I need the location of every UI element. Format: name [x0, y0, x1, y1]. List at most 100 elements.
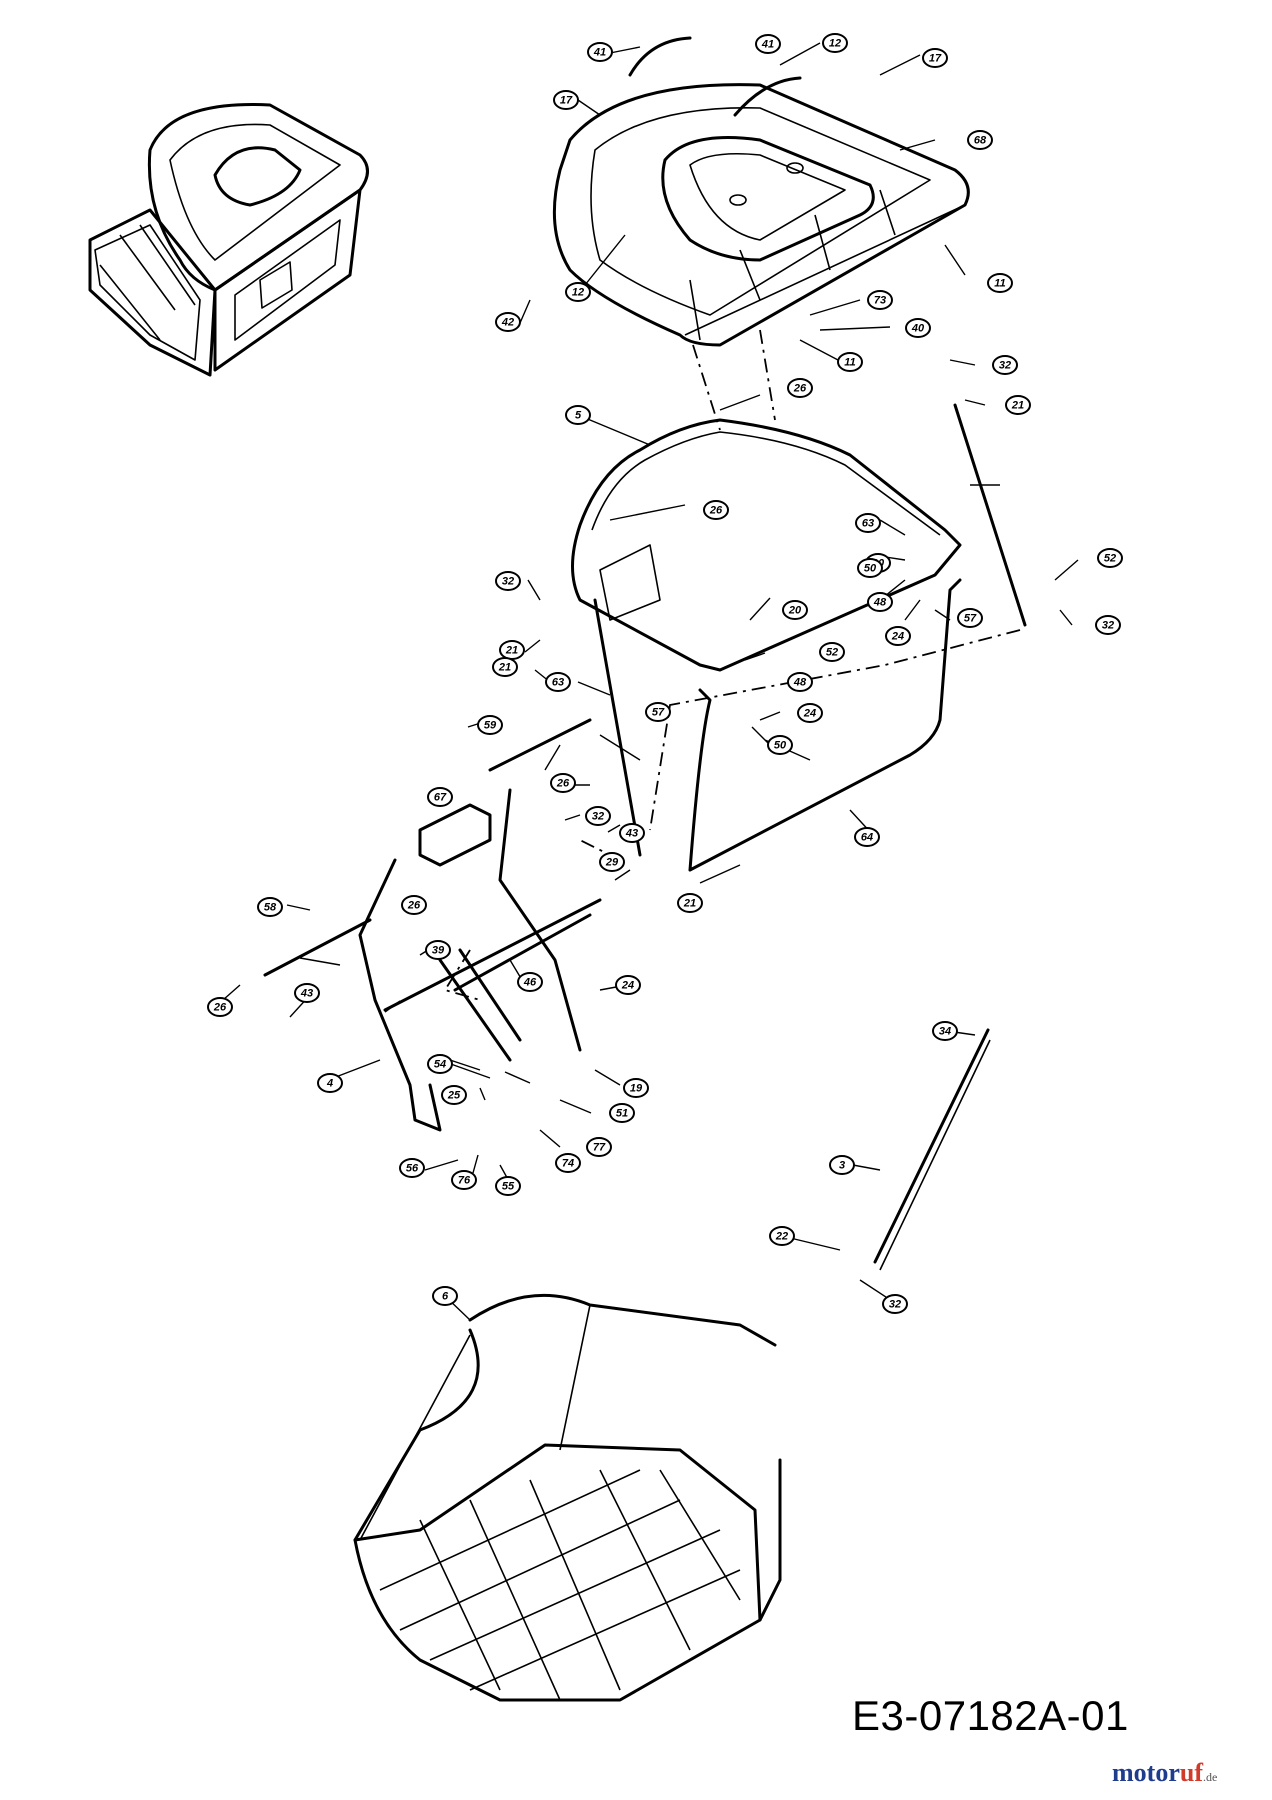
- callout-label: 63: [862, 518, 874, 530]
- callout-circle: [957, 608, 983, 628]
- callout-40: 40: [905, 318, 931, 338]
- callout-circle: [819, 642, 845, 662]
- callout-label: 19: [630, 1083, 643, 1095]
- callout-22: 22: [769, 1226, 795, 1246]
- callout-label: 21: [505, 645, 518, 657]
- callout-label: 57: [652, 707, 665, 719]
- callout-label: 50: [774, 740, 787, 752]
- callout-19: 19: [623, 1078, 649, 1098]
- callout-circle: [992, 355, 1018, 375]
- callout-label: 54: [434, 1059, 446, 1071]
- callout-label: 24: [803, 708, 816, 720]
- callout-74: 74: [555, 1153, 581, 1173]
- callout-label: 12: [572, 287, 584, 299]
- rod-63-left: [593, 598, 642, 857]
- callout-circle: [905, 318, 931, 338]
- callout-circle: [555, 1153, 581, 1173]
- callout-circle: [495, 312, 521, 332]
- callout-circle: [645, 702, 671, 722]
- callout-26: 26: [550, 773, 576, 793]
- switch-box: [418, 803, 492, 867]
- callout-circle: [769, 1226, 795, 1246]
- callout-42: 42: [495, 312, 521, 332]
- callout-group: 4117411217681112427340115263221266320525…: [207, 33, 1123, 1314]
- handle-left: [628, 36, 692, 77]
- callout-circle: [787, 378, 813, 398]
- callout-circle: [399, 1158, 425, 1178]
- callout-32: 32: [882, 1294, 908, 1314]
- callout-circle: [565, 282, 591, 302]
- callout-circle: [829, 1155, 855, 1175]
- callout-59: 59: [477, 715, 503, 735]
- brand-part-2: uf: [1179, 1758, 1203, 1787]
- callout-11: 11: [987, 273, 1013, 293]
- callout-21: 21: [677, 893, 703, 913]
- callout-21: 21: [1005, 395, 1031, 415]
- callout-11: 11: [837, 352, 863, 372]
- brand-logo[interactable]: motoruf.de: [1112, 1758, 1217, 1788]
- callout-label: 42: [501, 317, 514, 329]
- callout-label: 17: [560, 95, 573, 107]
- callout-circle: [857, 558, 883, 578]
- callout-label: 40: [911, 323, 925, 335]
- callout-label: 67: [434, 792, 447, 804]
- callout-circle: [492, 657, 518, 677]
- gas-spring: [873, 1028, 990, 1264]
- callout-circle: [317, 1073, 343, 1093]
- callout-label: 29: [605, 857, 619, 869]
- callout-circle: [922, 48, 948, 68]
- callout-6: 6: [432, 1286, 458, 1306]
- callout-label: 56: [406, 1163, 419, 1175]
- callout-29: 29: [599, 852, 625, 872]
- callout-circle: [586, 1137, 612, 1157]
- callout-label: 12: [829, 38, 841, 50]
- seat-pan: [353, 1293, 782, 1702]
- callout-50: 50: [857, 558, 883, 578]
- callout-label: 41: [761, 39, 774, 51]
- callout-label: 24: [621, 980, 634, 992]
- callout-52: 52: [1097, 548, 1123, 568]
- callout-51: 51: [609, 1103, 635, 1123]
- callout-77: 77: [586, 1137, 612, 1157]
- callout-label: 26: [407, 900, 421, 912]
- callout-26: 26: [787, 378, 813, 398]
- callout-circle: [553, 90, 579, 110]
- callout-label: 32: [1102, 620, 1114, 632]
- callout-20: 20: [782, 600, 808, 620]
- callout-41: 41: [587, 42, 613, 62]
- slide-rail-58: [263, 918, 372, 977]
- callout-label: 48: [793, 677, 807, 689]
- callout-67: 67: [427, 787, 453, 807]
- callout-50: 50: [767, 735, 793, 755]
- callout-label: 50: [864, 563, 877, 575]
- callout-32: 32: [992, 355, 1018, 375]
- brand-domain: .de: [1202, 1770, 1218, 1784]
- callout-label: 63: [552, 677, 564, 689]
- callout-73: 73: [867, 290, 893, 310]
- handle-right: [733, 76, 802, 117]
- callout-label: 32: [502, 576, 514, 588]
- drawing-code: E3-07182A-01: [852, 1692, 1129, 1739]
- callout-label: 4: [326, 1078, 333, 1090]
- callout-63: 63: [545, 672, 571, 692]
- callout-circle: [401, 895, 427, 915]
- callout-4: 4: [317, 1073, 343, 1093]
- slide-rail-59: [488, 718, 592, 772]
- callout-32: 32: [495, 571, 521, 591]
- callout-circle: [427, 787, 453, 807]
- callout-circle: [609, 1103, 635, 1123]
- callout-circle: [599, 852, 625, 872]
- rod-63-right: [953, 403, 1027, 627]
- callout-circle: [294, 983, 320, 1003]
- callout-label: 52: [1104, 553, 1116, 565]
- callout-label: 25: [447, 1090, 461, 1102]
- callout-label: 46: [523, 977, 537, 989]
- callout-17: 17: [553, 90, 579, 110]
- callout-58: 58: [257, 897, 283, 917]
- callout-circle: [882, 1294, 908, 1314]
- callout-label: 32: [999, 360, 1011, 372]
- callout-26: 26: [703, 500, 729, 520]
- callout-label: 57: [964, 613, 977, 625]
- callout-46: 46: [517, 972, 543, 992]
